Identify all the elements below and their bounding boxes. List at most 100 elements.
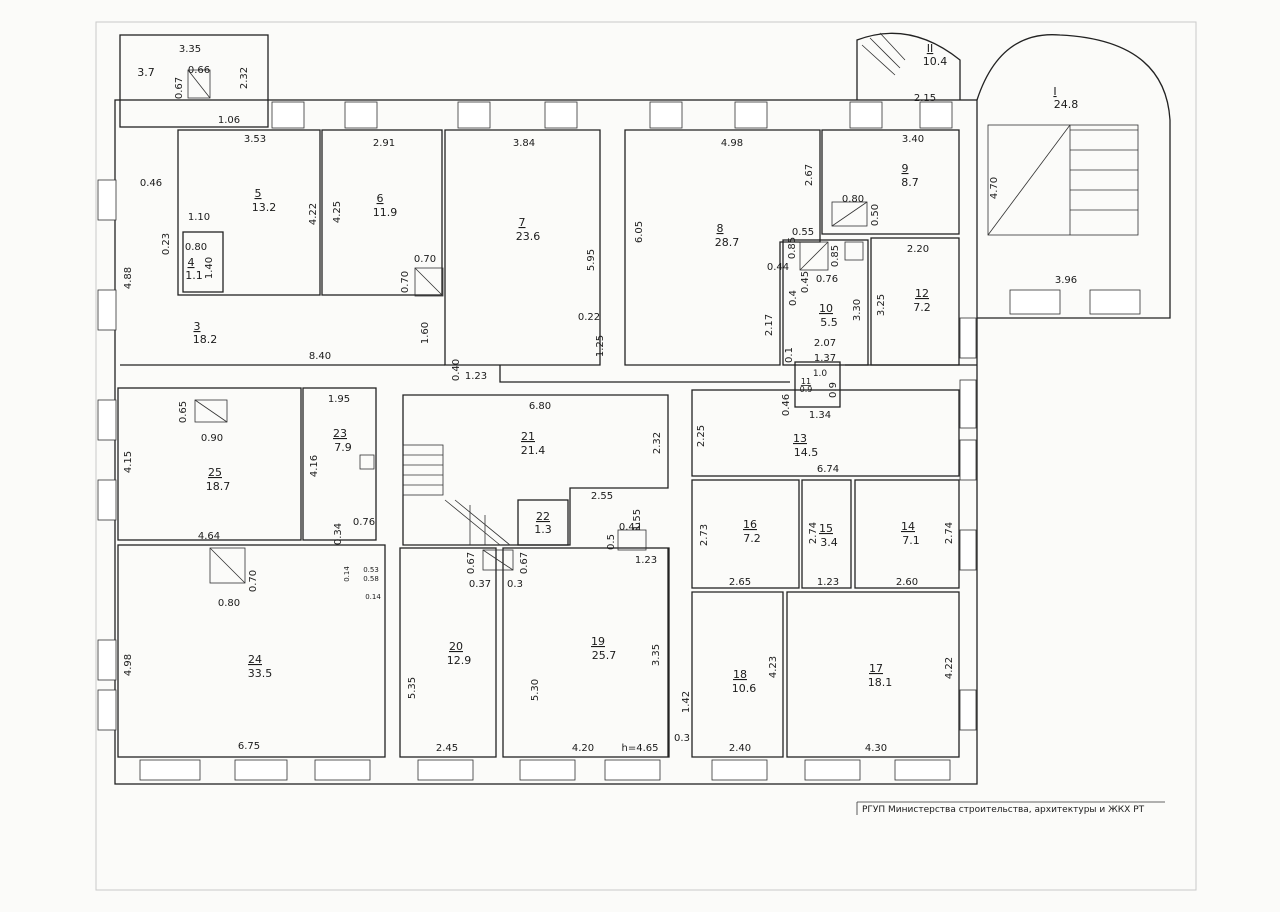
dim-label: 1.60 bbox=[420, 322, 431, 344]
room-area-10: 5.5 bbox=[820, 316, 838, 329]
dim-label: 3.96 bbox=[1055, 275, 1077, 286]
dim-label: 0.23 bbox=[161, 233, 172, 255]
room-area-21: 21.4 bbox=[521, 444, 546, 457]
dim-label: 2.65 bbox=[729, 577, 751, 588]
room-labels: 3.7 I 24.8 II 10.4 3 18.2 4 1.1 5 13.2 6… bbox=[137, 42, 1078, 695]
room-no-12: 12 bbox=[915, 287, 929, 300]
dim-label: 0.3 bbox=[674, 733, 690, 744]
room-no-16: 16 bbox=[743, 518, 757, 531]
dim-label: 6.74 bbox=[817, 464, 839, 475]
dim-label: 0.67 bbox=[519, 552, 530, 574]
dim-label: 1.23 bbox=[817, 577, 839, 588]
dim-label: 0.65 bbox=[178, 401, 189, 423]
dim-label: 4.64 bbox=[198, 531, 220, 542]
dim-label: 2.20 bbox=[907, 244, 929, 255]
dim-label: 2.55 bbox=[591, 491, 613, 502]
dim-label: 3.40 bbox=[902, 134, 924, 145]
dim-label: 8.40 bbox=[309, 351, 331, 362]
dim-label: 2.74 bbox=[944, 522, 955, 544]
dim-label: 0.3 bbox=[507, 579, 523, 590]
room-area-20: 12.9 bbox=[447, 654, 472, 667]
dim-label: 3.30 bbox=[852, 299, 863, 321]
room-area-12: 7.2 bbox=[913, 301, 931, 314]
dim-label: 4.70 bbox=[989, 177, 1000, 199]
dim-label: 1.23 bbox=[465, 371, 487, 382]
dim-label: 3.25 bbox=[876, 294, 887, 316]
dim-label: 0.9 bbox=[800, 385, 813, 394]
room-no-10: 10 bbox=[819, 302, 833, 315]
room-no-14: 14 bbox=[901, 520, 915, 533]
dim-label: 2.07 bbox=[814, 338, 836, 349]
windows bbox=[97, 101, 1141, 781]
room-area-II: 10.4 bbox=[923, 55, 948, 68]
dim-label: h=4.65 bbox=[622, 743, 659, 754]
dim-label: 0.67 bbox=[174, 77, 185, 99]
dim-label: 1.55 bbox=[632, 509, 643, 531]
dim-label: 4.23 bbox=[768, 656, 779, 678]
dim-label: 2.40 bbox=[729, 743, 751, 754]
dim-label: 2.15 bbox=[914, 93, 936, 104]
dim-label: 4.25 bbox=[332, 201, 343, 223]
dim-label: 6.80 bbox=[529, 401, 551, 412]
room-no-9: 9 bbox=[902, 162, 909, 175]
inner-walls bbox=[117, 129, 977, 758]
room-area-3: 18.2 bbox=[193, 333, 218, 346]
room-area-22: 1.3 bbox=[534, 523, 552, 536]
room-area-s2: 3.7 bbox=[137, 66, 155, 79]
dim-label: 0.80 bbox=[218, 598, 240, 609]
dim-label: 0.14 bbox=[365, 593, 381, 601]
dim-label: 1.10 bbox=[188, 212, 210, 223]
dim-label: 6.75 bbox=[238, 741, 260, 752]
dim-label: 0.90 bbox=[201, 433, 223, 444]
dim-label: 1.34 bbox=[809, 410, 831, 421]
dim-label: 5.30 bbox=[530, 679, 541, 701]
dim-label: 5.95 bbox=[586, 249, 597, 271]
dim-label: 0.70 bbox=[414, 254, 436, 265]
room-no-I: I bbox=[1053, 85, 1056, 98]
room-area-7: 23.6 bbox=[516, 230, 541, 243]
dim-label: 0.85 bbox=[787, 237, 798, 259]
room-area-17: 18.1 bbox=[868, 676, 893, 689]
room-no-19: 19 bbox=[591, 635, 605, 648]
dim-label: 3.35 bbox=[651, 644, 662, 666]
dim-label: 1.42 bbox=[681, 691, 692, 713]
dim-label: 0.44 bbox=[767, 262, 789, 273]
dim-label: 3.53 bbox=[244, 134, 266, 145]
paper-border bbox=[95, 21, 1197, 891]
room-no-6: 6 bbox=[377, 192, 384, 205]
dim-label: 1.23 bbox=[635, 555, 657, 566]
dim-label: 0.76 bbox=[353, 517, 375, 528]
shafts bbox=[187, 69, 868, 584]
dim-label: 0.55 bbox=[792, 227, 814, 238]
dim-label: 0.80 bbox=[185, 242, 207, 253]
dim-label: 2.73 bbox=[699, 524, 710, 546]
dim-label: 2.91 bbox=[373, 138, 395, 149]
room-no-15: 15 bbox=[819, 522, 833, 535]
dim-label: 0.34 bbox=[333, 523, 344, 545]
room-no-20: 20 bbox=[449, 640, 463, 653]
dim-label: 4.22 bbox=[944, 657, 955, 679]
dim-label: 2.32 bbox=[239, 67, 250, 89]
room-area-8: 28.7 bbox=[715, 236, 740, 249]
dim-label: 4.98 bbox=[721, 138, 743, 149]
room-area-23: 7.9 bbox=[334, 441, 352, 454]
dim-label: 4.20 bbox=[572, 743, 594, 754]
room-area-18: 10.6 bbox=[732, 682, 757, 695]
dim-label: 3.35 bbox=[179, 44, 201, 55]
dim-label: 0.70 bbox=[400, 271, 411, 293]
dim-label: 0.5 bbox=[606, 534, 617, 550]
dim-label: 0.9 bbox=[828, 382, 839, 398]
room-no-II: II bbox=[927, 42, 934, 55]
room-no-21: 21 bbox=[521, 430, 535, 443]
dim-label: 0.45 bbox=[800, 271, 811, 293]
dim-label: 0.50 bbox=[870, 204, 881, 226]
dim-label: 0.37 bbox=[469, 579, 491, 590]
dim-label: 0.58 bbox=[363, 575, 379, 583]
room-no-22: 22 bbox=[536, 510, 550, 523]
room-no-18: 18 bbox=[733, 668, 747, 681]
room-no-3: 3 bbox=[194, 320, 201, 333]
dim-label: 3.84 bbox=[513, 138, 535, 149]
dim-label: 2.25 bbox=[696, 425, 707, 447]
dim-label: 6.05 bbox=[634, 221, 645, 243]
